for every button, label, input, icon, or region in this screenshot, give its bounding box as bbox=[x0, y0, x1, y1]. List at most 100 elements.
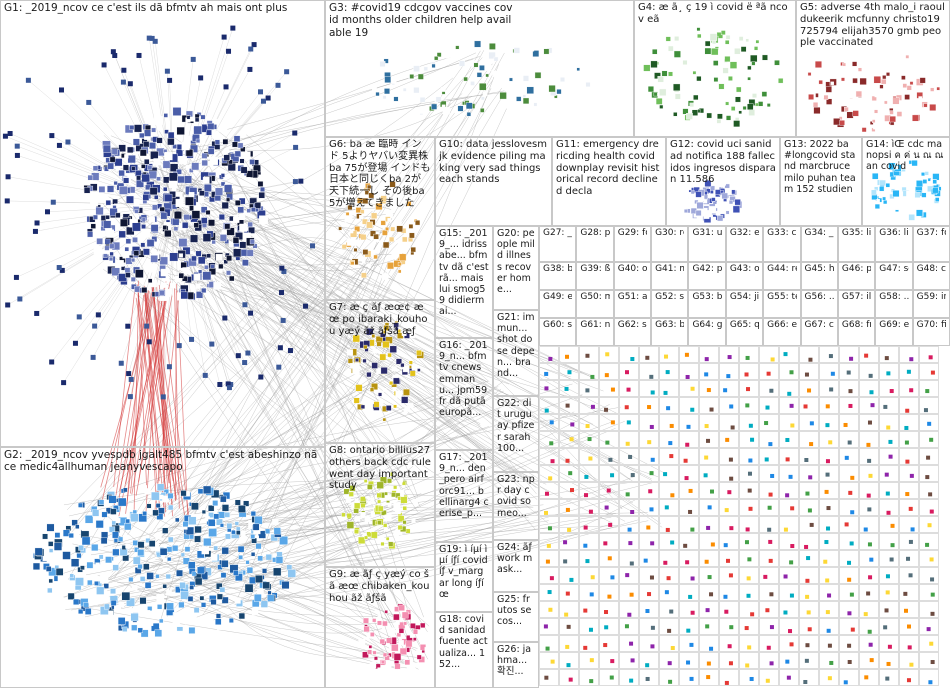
group-panel-small bbox=[799, 482, 819, 499]
group-panel-small bbox=[699, 635, 719, 652]
network-node bbox=[159, 547, 168, 556]
group-panel-small bbox=[539, 584, 559, 601]
network-node bbox=[861, 127, 867, 133]
network-node bbox=[825, 86, 832, 93]
network-node bbox=[368, 645, 373, 649]
group-panel-small bbox=[559, 397, 579, 414]
network-node bbox=[191, 162, 200, 171]
network-node bbox=[55, 568, 64, 576]
network-node bbox=[76, 314, 82, 320]
group-panel-small bbox=[899, 363, 919, 380]
network-node bbox=[164, 152, 173, 161]
network-node bbox=[112, 52, 118, 58]
group-panel-small bbox=[899, 414, 919, 431]
network-node bbox=[143, 610, 151, 618]
group-panel-small bbox=[779, 363, 799, 380]
network-node bbox=[106, 185, 115, 193]
group-panel-small bbox=[799, 652, 819, 669]
network-node bbox=[417, 368, 421, 372]
group-panel-small bbox=[759, 635, 779, 652]
network-node bbox=[59, 267, 65, 273]
group-panel-small bbox=[599, 533, 619, 550]
network-node bbox=[207, 147, 215, 155]
group-panel-small bbox=[639, 499, 659, 516]
network-node bbox=[102, 144, 111, 153]
group-panel-small bbox=[819, 584, 839, 601]
network-node bbox=[361, 272, 367, 279]
group-panel-small bbox=[699, 414, 719, 431]
group-panel-small bbox=[779, 346, 799, 363]
group-panel-small bbox=[699, 533, 719, 550]
network-node bbox=[168, 172, 178, 182]
network-node bbox=[406, 201, 412, 207]
network-node bbox=[258, 89, 264, 95]
network-node bbox=[142, 511, 147, 516]
network-node bbox=[144, 582, 152, 589]
network-node bbox=[747, 76, 751, 81]
group-label-g55: G55: tene... bbox=[767, 292, 796, 302]
network-node bbox=[733, 120, 741, 128]
network-node bbox=[163, 489, 169, 495]
network-edge bbox=[145, 299, 160, 519]
network-node bbox=[203, 184, 212, 192]
network-edge bbox=[229, 164, 424, 618]
network-node bbox=[188, 627, 196, 634]
group-panel-small bbox=[839, 414, 859, 431]
group-panel-small bbox=[759, 448, 779, 465]
group-panel-small bbox=[859, 346, 879, 363]
group-panel-small bbox=[799, 414, 819, 431]
network-node bbox=[298, 178, 304, 184]
network-node bbox=[62, 551, 71, 560]
network-edge bbox=[174, 285, 180, 509]
group-panel-small bbox=[719, 346, 739, 363]
network-node bbox=[185, 164, 191, 170]
group-panel-small bbox=[659, 431, 679, 448]
network-node bbox=[345, 498, 351, 504]
network-node bbox=[92, 214, 98, 220]
network-node bbox=[136, 52, 142, 58]
group-panel-small bbox=[599, 346, 619, 363]
network-node bbox=[745, 38, 749, 43]
group-label-g25: G25: frutos secos... bbox=[497, 594, 532, 628]
group-panel-small bbox=[639, 448, 659, 465]
network-node bbox=[682, 60, 688, 65]
network-node bbox=[724, 56, 731, 63]
group-panel-small bbox=[899, 465, 919, 482]
network-node bbox=[139, 597, 147, 605]
group-panel-small bbox=[739, 465, 759, 482]
group-panel-small bbox=[539, 516, 559, 533]
network-node bbox=[71, 519, 78, 526]
group-panel-small bbox=[739, 567, 759, 584]
group-panel-small bbox=[899, 635, 919, 652]
network-edge bbox=[227, 56, 481, 130]
group-label-g8: G8: ontario billius27 others back cdc ru… bbox=[329, 445, 431, 492]
network-node bbox=[246, 208, 251, 213]
network-node bbox=[778, 78, 784, 84]
group-panel-small bbox=[739, 414, 759, 431]
network-node bbox=[117, 536, 124, 542]
group-panel-small bbox=[799, 635, 819, 652]
network-node bbox=[75, 524, 80, 529]
network-node bbox=[412, 498, 418, 505]
network-node bbox=[655, 97, 663, 105]
network-node bbox=[252, 243, 258, 249]
group-panel-small bbox=[779, 414, 799, 431]
network-node bbox=[293, 144, 299, 150]
network-node bbox=[738, 110, 742, 115]
network-node bbox=[215, 618, 222, 625]
network-node bbox=[383, 58, 389, 64]
network-node bbox=[574, 91, 580, 96]
network-node bbox=[215, 253, 223, 261]
network-node bbox=[132, 138, 140, 146]
network-node bbox=[98, 554, 104, 560]
network-node bbox=[239, 241, 247, 249]
network-node bbox=[350, 261, 355, 266]
network-node bbox=[889, 115, 896, 123]
group-panel-small bbox=[619, 414, 639, 431]
network-node bbox=[808, 94, 815, 100]
group-panel-g3: G3: #covid19 cdcgov vaccines covid month… bbox=[325, 0, 634, 137]
network-node bbox=[181, 142, 190, 151]
group-panel-small bbox=[879, 482, 899, 499]
network-node bbox=[32, 228, 38, 234]
network-node bbox=[902, 66, 909, 73]
